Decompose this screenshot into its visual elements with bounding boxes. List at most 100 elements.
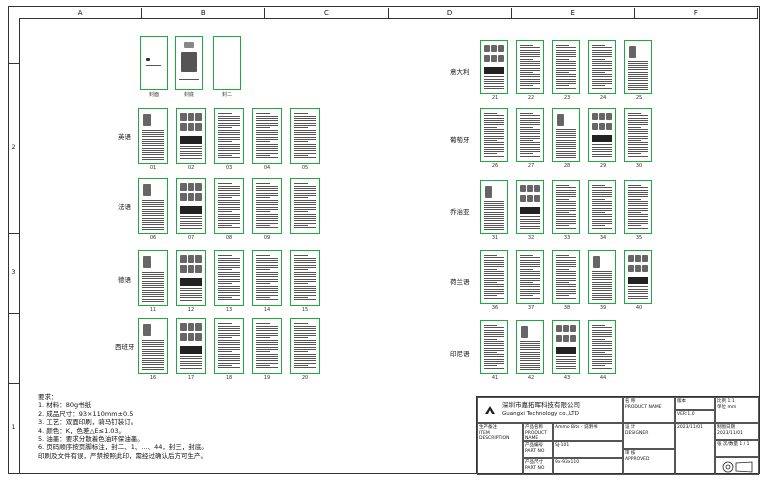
- text-line: [142, 298, 164, 300]
- text-line: [142, 199, 164, 201]
- text-line: [294, 271, 316, 273]
- text-line: [294, 278, 316, 280]
- page-caption: 封二: [221, 92, 232, 98]
- text-line: [592, 336, 612, 338]
- figure: [142, 256, 152, 269]
- text-line: [180, 295, 202, 296]
- text-line: [556, 49, 576, 51]
- text-line: [294, 201, 316, 203]
- manual-page[interactable]: [624, 180, 652, 234]
- manual-page[interactable]: [516, 180, 544, 234]
- manual-page[interactable]: [552, 40, 580, 94]
- manual-page[interactable]: [516, 320, 544, 374]
- text-line: [520, 268, 533, 270]
- manual-page[interactable]: [290, 108, 320, 164]
- text-line: [592, 292, 612, 294]
- manual-page[interactable]: [252, 318, 282, 374]
- text-line: [520, 364, 540, 366]
- text-line: [556, 74, 576, 76]
- manual-page[interactable]: [588, 40, 616, 94]
- cover-page[interactable]: [140, 36, 168, 90]
- manual-page[interactable]: [290, 318, 320, 374]
- manual-page[interactable]: [138, 318, 168, 374]
- figure: [563, 334, 569, 342]
- manual-page[interactable]: [214, 178, 244, 234]
- text-line: [294, 297, 308, 299]
- manual-page[interactable]: [480, 320, 508, 374]
- manual-page[interactable]: [214, 108, 244, 164]
- text-line: [628, 135, 648, 137]
- text-line: [628, 89, 648, 91]
- back-cover-page[interactable]: [175, 36, 203, 90]
- manual-page[interactable]: [624, 40, 652, 94]
- manual-page[interactable]: [480, 40, 508, 94]
- language-label: 德语: [118, 276, 131, 284]
- text-line: [218, 227, 240, 229]
- text-line: [592, 58, 605, 60]
- manual-page[interactable]: [516, 40, 544, 94]
- inside-cover-page[interactable]: [213, 36, 241, 90]
- text-line: [142, 159, 164, 160]
- manual-page[interactable]: [176, 318, 206, 374]
- text-line: [520, 273, 540, 275]
- text-line: [520, 60, 540, 62]
- manual-page[interactable]: [516, 250, 544, 304]
- manual-page[interactable]: [176, 250, 206, 306]
- text-line: [592, 69, 612, 71]
- manual-page[interactable]: [252, 108, 282, 164]
- text-line: [218, 215, 240, 217]
- text-line: [628, 223, 648, 225]
- page-number-caption: 26: [491, 163, 499, 169]
- text-line: [142, 348, 164, 350]
- text-line: [556, 191, 576, 193]
- figure: [628, 255, 634, 263]
- text-line: [142, 355, 164, 357]
- text-line: [142, 296, 164, 298]
- manual-page[interactable]: [624, 108, 652, 162]
- manual-page[interactable]: [176, 178, 206, 234]
- manual-page[interactable]: [480, 180, 508, 234]
- manual-page[interactable]: [176, 108, 206, 164]
- manual-page[interactable]: [138, 250, 168, 306]
- manual-page[interactable]: [480, 108, 508, 162]
- column-label: C: [265, 8, 389, 18]
- manual-page[interactable]: [290, 250, 320, 306]
- text-line: [218, 278, 240, 280]
- text-line: [556, 290, 576, 292]
- text-line: [218, 148, 240, 150]
- text-line: [556, 87, 576, 89]
- manual-page[interactable]: [552, 250, 580, 304]
- row-label: [8, 18, 19, 64]
- figure: [599, 122, 605, 130]
- figure: [570, 334, 576, 342]
- manual-page[interactable]: [252, 178, 282, 234]
- text-line: [484, 142, 504, 144]
- manual-page[interactable]: [480, 250, 508, 304]
- text-line: [592, 209, 612, 211]
- text-line: [142, 134, 164, 136]
- manual-page[interactable]: [552, 320, 580, 374]
- manual-page[interactable]: [552, 180, 580, 234]
- manual-page[interactable]: [624, 250, 652, 304]
- manual-page[interactable]: [252, 250, 282, 306]
- manual-page[interactable]: [516, 108, 544, 162]
- text-line: [142, 353, 164, 355]
- manual-page[interactable]: [588, 180, 616, 234]
- text-line: [556, 218, 576, 220]
- text-line: [628, 126, 641, 128]
- projection-symbol-icon: [722, 461, 754, 474]
- page-number-caption: 05: [301, 165, 309, 171]
- text-line: [592, 207, 612, 209]
- manual-page[interactable]: [588, 320, 616, 374]
- column-ruler: A B C D E F: [19, 8, 759, 19]
- manual-page[interactable]: [214, 318, 244, 374]
- manual-page[interactable]: [290, 178, 320, 234]
- manual-page[interactable]: [138, 108, 168, 164]
- manual-page[interactable]: [138, 178, 168, 234]
- manual-page[interactable]: [552, 108, 580, 162]
- text-line: [218, 283, 232, 285]
- manual-page[interactable]: [214, 250, 244, 306]
- text-line: [218, 290, 240, 292]
- manual-page[interactable]: [588, 250, 616, 304]
- manual-page[interactable]: [588, 108, 616, 162]
